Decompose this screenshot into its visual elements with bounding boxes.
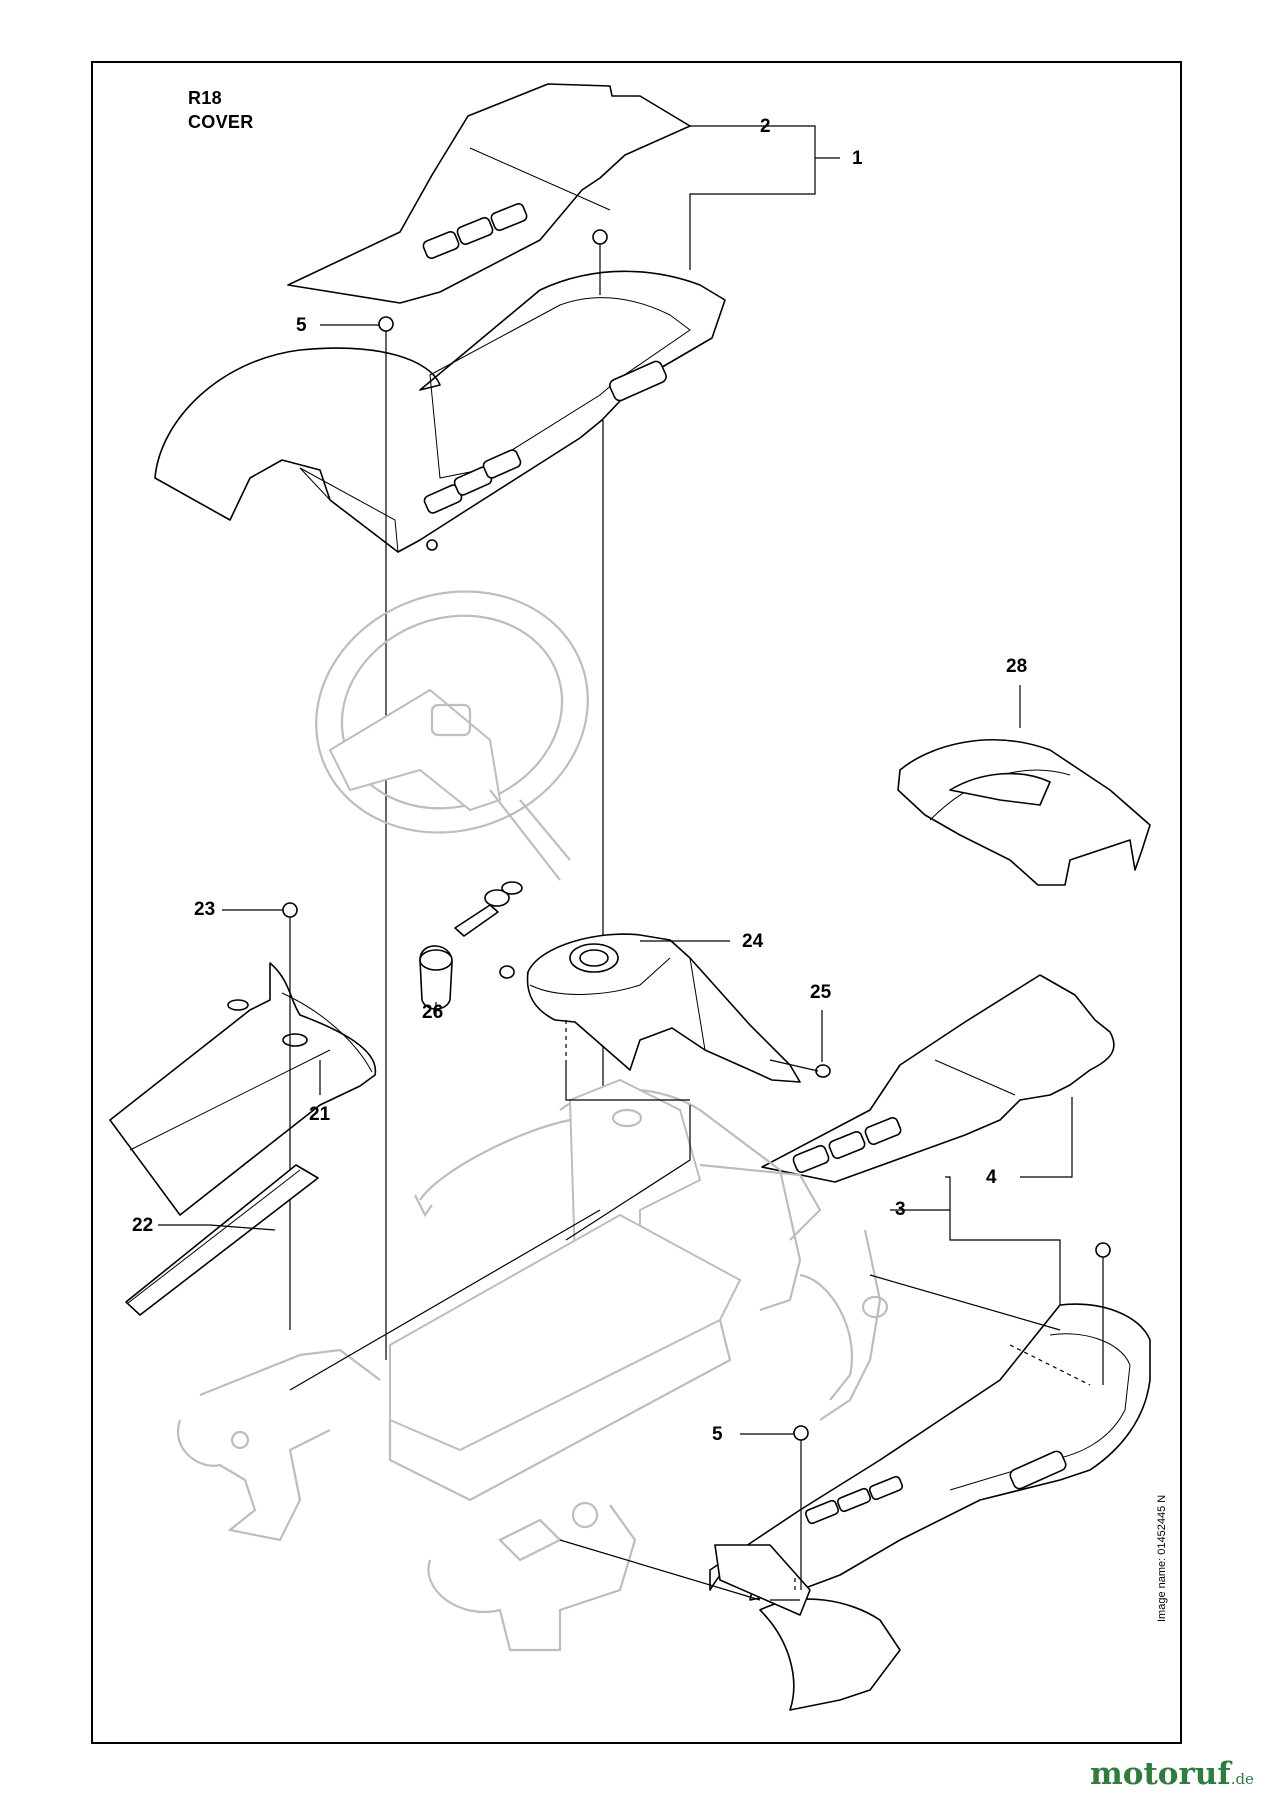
part-2-upper-decal[interactable] (287, 83, 691, 304)
steering-small-parts[interactable] (454, 881, 523, 937)
brand-suffix: .de (1230, 1770, 1254, 1788)
callout-22[interactable]: 22 (132, 1215, 154, 1236)
callout-leaders (158, 125, 1073, 1435)
callout-25[interactable]: 25 (810, 982, 832, 1003)
callout-2[interactable]: 2 (760, 116, 771, 137)
part-4-lower-decal[interactable] (761, 974, 1115, 1183)
callout-1[interactable]: 1 (852, 148, 863, 169)
dashed-guide-rear (1009, 1344, 1091, 1386)
chassis-frame-ghost (177, 1078, 889, 1652)
screw-lower-right[interactable] (1095, 1242, 1111, 1385)
callout-3[interactable]: 3 (895, 1199, 906, 1220)
callout-24[interactable]: 24 (742, 931, 764, 952)
page-title-model: R18 (188, 88, 222, 108)
brand-name: motoruf (1090, 1756, 1231, 1792)
part-26-bushing[interactable] (419, 945, 453, 1010)
callout-5-upper[interactable]: 5 (296, 315, 307, 336)
part-21-side-cover[interactable] (109, 962, 377, 1216)
part-3-lower-fender[interactable] (709, 1303, 1151, 1711)
part-22-gasket[interactable] (125, 1164, 319, 1316)
callout-5-lower[interactable]: 5 (712, 1424, 723, 1445)
callout-23[interactable]: 23 (194, 899, 216, 920)
callout-28[interactable]: 28 (1006, 656, 1028, 677)
callout-21[interactable]: 21 (309, 1104, 331, 1125)
screw-upper-left[interactable] (378, 316, 394, 1360)
image-name-label: Image name: 01452445 N (1156, 1494, 1168, 1622)
part-23-screw[interactable] (282, 902, 298, 1330)
diagram-frame (91, 61, 1182, 1744)
steering-wheel-ghost (315, 590, 589, 881)
screw-lower-center[interactable] (793, 1425, 809, 1590)
page-title-section: COVER (188, 112, 254, 132)
part-28-rear-cover[interactable] (897, 739, 1151, 886)
callout-4[interactable]: 4 (986, 1167, 997, 1188)
part-24-steering-console[interactable] (499, 933, 801, 1083)
part-25-screw[interactable] (769, 1059, 831, 1078)
screw-upper-right[interactable] (592, 229, 608, 295)
callout-26[interactable]: 26 (422, 1002, 444, 1023)
part-1-upper-cover[interactable] (154, 270, 726, 554)
assembly-alignment-lines (289, 1060, 1061, 1601)
brand-logo: motoruf.de (1090, 1756, 1254, 1792)
